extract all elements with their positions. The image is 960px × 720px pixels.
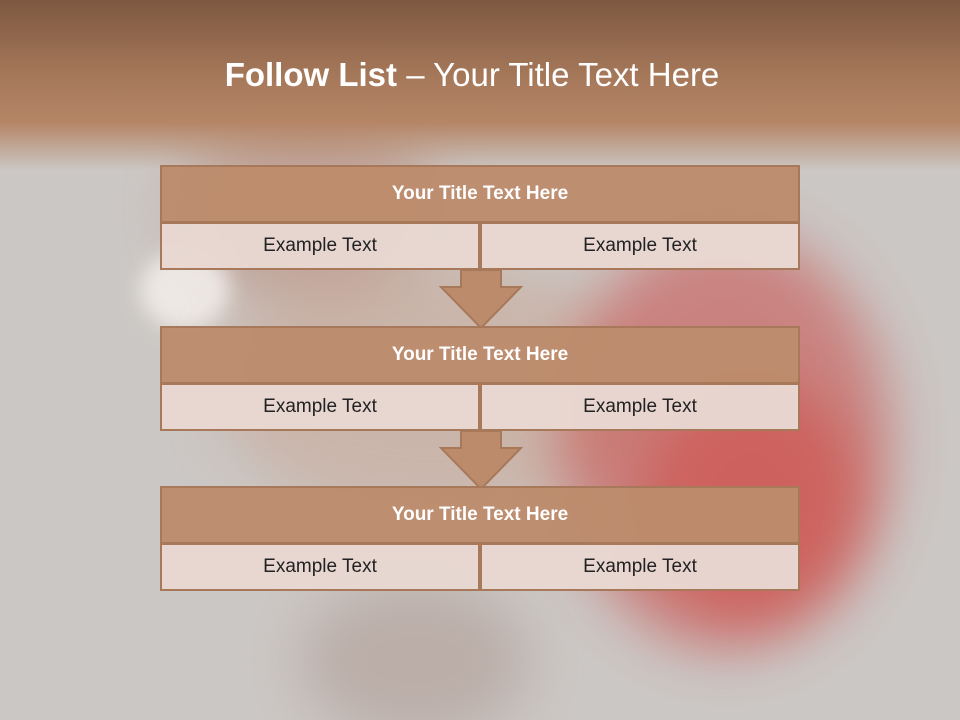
step-1-right-text: Example Text: [480, 222, 800, 270]
step-title-1: Your Title Text Here: [160, 165, 800, 223]
step-block-3: Your Title Text Here Example Text Exampl…: [160, 486, 800, 591]
step-2-right-text: Example Text: [480, 383, 800, 431]
step-3-right-text: Example Text: [480, 543, 800, 591]
slide-title: Follow List – Your Title Text Here: [0, 56, 944, 94]
step-1-left-text: Example Text: [160, 222, 480, 270]
step-title-2: Your Title Text Here: [160, 326, 800, 384]
title-banner: [0, 0, 960, 170]
slide-title-bold: Follow List: [224, 56, 398, 93]
step-3-left-text: Example Text: [160, 543, 480, 591]
down-arrow-icon: [438, 270, 524, 330]
step-block-2: Your Title Text Here Example Text Exampl…: [160, 326, 800, 431]
down-arrow-icon: [438, 431, 524, 491]
step-2-left-text: Example Text: [160, 383, 480, 431]
slide-title-rest: – Your Title Text Here: [397, 56, 720, 93]
step-title-3: Your Title Text Here: [160, 486, 800, 544]
step-block-1: Your Title Text Here Example Text Exampl…: [160, 165, 800, 270]
